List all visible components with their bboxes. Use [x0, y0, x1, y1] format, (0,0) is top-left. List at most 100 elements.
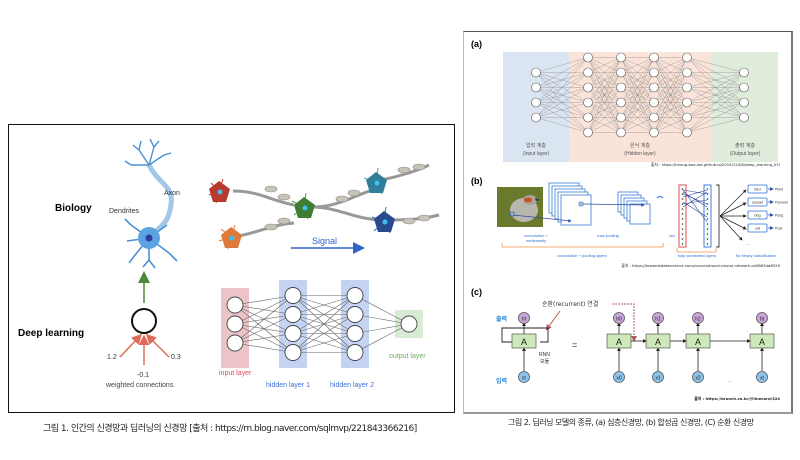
rnn-input-label: xt: [760, 376, 765, 382]
fc-unit: [706, 203, 709, 205]
rnn-hidden-label: ht: [760, 317, 765, 323]
dnn-edge: [653, 57, 688, 118]
rnn-hidden-state: [652, 312, 664, 324]
nn-node-layer-1: [226, 334, 244, 352]
vec-unit: [681, 213, 684, 215]
nn-node-layer-2: [284, 306, 302, 323]
nn-edge: [234, 295, 294, 306]
fc-unit: [706, 188, 709, 190]
nn-node-layer-3: [346, 287, 364, 304]
nn-node-layer-3: [346, 325, 364, 342]
dnn-edge: [535, 72, 589, 118]
rnn-hidden-label: h1: [655, 317, 661, 323]
neuron-illustration: [124, 138, 178, 269]
dnn-edge: [686, 72, 745, 103]
nn-edge: [234, 295, 294, 325]
dnn-edge: [653, 57, 688, 73]
dnn-edge: [620, 57, 655, 88]
dnn-edge: [587, 57, 622, 88]
hidden-layer-1-label: hidden layer 1: [266, 382, 310, 389]
fc-unit: [706, 193, 709, 195]
dnn-node-layer-6: [739, 112, 749, 123]
rnn-input-node: [652, 371, 664, 383]
dnn-edge: [587, 57, 622, 103]
recurrent-pointer-right: [612, 303, 637, 342]
dnn-edge: [620, 57, 655, 103]
dnn-edge: [535, 87, 589, 118]
vec-unit: [681, 193, 684, 195]
panel-b-source: 출처 : https://towardsdatascience.com/conv…: [621, 263, 780, 268]
panel-a-hidden-label-kr: 은닉 계층: [630, 142, 650, 149]
dnn-node-layer-4: [649, 82, 659, 93]
dnn-edge: [587, 57, 622, 73]
dnn-edge: [620, 57, 655, 133]
dnn-node-layer-2: [583, 82, 593, 93]
dnn-node-layer-5: [682, 67, 692, 78]
panel-a-edges: [535, 57, 745, 133]
nn-edge: [292, 295, 356, 334]
vec-unit: [681, 203, 684, 205]
fc-layer: [703, 184, 712, 248]
vec-unit: [681, 228, 684, 230]
dnn-edge: [653, 117, 688, 133]
dnn-edge: [535, 117, 589, 133]
rnn-input-node: [518, 371, 530, 383]
dnn-edge: [587, 72, 622, 133]
rnn-hidden-state: [756, 312, 768, 324]
vec-unit: [681, 223, 684, 225]
rnn-hidden-label: ht: [522, 317, 527, 323]
signal-label: Signal: [312, 236, 337, 246]
panel-a-nodes: [531, 52, 749, 138]
nn-node-layer-3: [346, 306, 364, 323]
nn-edge: [234, 314, 294, 344]
figure-2-diagram: (a) 입력 계층 (Input layer) 은닉 계층 (Hidden la…: [471, 39, 788, 401]
recurrent-label: 순환(recurrent) 연결: [542, 300, 598, 308]
conv-feature-maps: [548, 182, 592, 226]
nn-edge: [292, 295, 356, 353]
panel-a-output-label-en: (Output layer): [730, 151, 761, 157]
dnn-edge: [686, 72, 745, 118]
fc-bracket: [716, 184, 720, 248]
panel-a-output-label-kr: 출력 계층: [735, 142, 755, 149]
figure-1-neural-network: [221, 280, 423, 368]
neuron-chain-illustration: [208, 163, 440, 250]
dnn-node-layer-4: [649, 67, 659, 78]
rnn-cell-label: A: [521, 337, 527, 347]
rnn-input-label: x1: [655, 376, 661, 382]
output-label: 출력: [496, 315, 507, 323]
dnn-edge: [587, 102, 622, 133]
dnn-edge: [686, 57, 745, 73]
fc-bracket-orange: [676, 248, 717, 253]
class-prob-dog: Pdog: [775, 214, 783, 218]
dnn-node-layer-5: [682, 82, 692, 93]
class-box-bird: [747, 184, 768, 194]
dnn-edge: [587, 117, 622, 133]
dnn-edge: [653, 102, 688, 133]
panel-a-tag: (a): [471, 39, 482, 49]
nn-node-layer-2: [284, 325, 302, 342]
class-label-bird: bird: [754, 188, 760, 192]
vec-label: vec: [669, 233, 675, 238]
neuron-nucleus: [145, 234, 153, 242]
class-more: ...: [746, 241, 750, 247]
fc-unit: [706, 233, 709, 235]
panel-a-input-label-kr: 입력 계층: [526, 142, 546, 149]
artificial-neuron: [131, 308, 157, 334]
weight-value-3: 0.3: [171, 354, 181, 361]
rnn-cell: [511, 333, 537, 349]
rnn-cell-label: A: [655, 337, 661, 347]
dnn-edge: [535, 102, 589, 118]
nn-edge: [292, 295, 356, 315]
input-layer-label: input layer: [219, 370, 252, 377]
axon-terminals-icon: [124, 138, 172, 166]
vec-unit: [681, 218, 684, 220]
dnn-node-layer-6: [739, 82, 749, 93]
class-label-dog: dog: [754, 214, 760, 218]
dnn-edge: [686, 72, 745, 88]
fc-unit: [706, 208, 709, 210]
conv-kernel: [578, 201, 584, 207]
class-prob-bird: Pbird: [775, 188, 783, 192]
vec-unit: [681, 238, 684, 240]
conv-label-2: nonlinearity: [526, 238, 546, 243]
vec-layer: [678, 184, 687, 248]
